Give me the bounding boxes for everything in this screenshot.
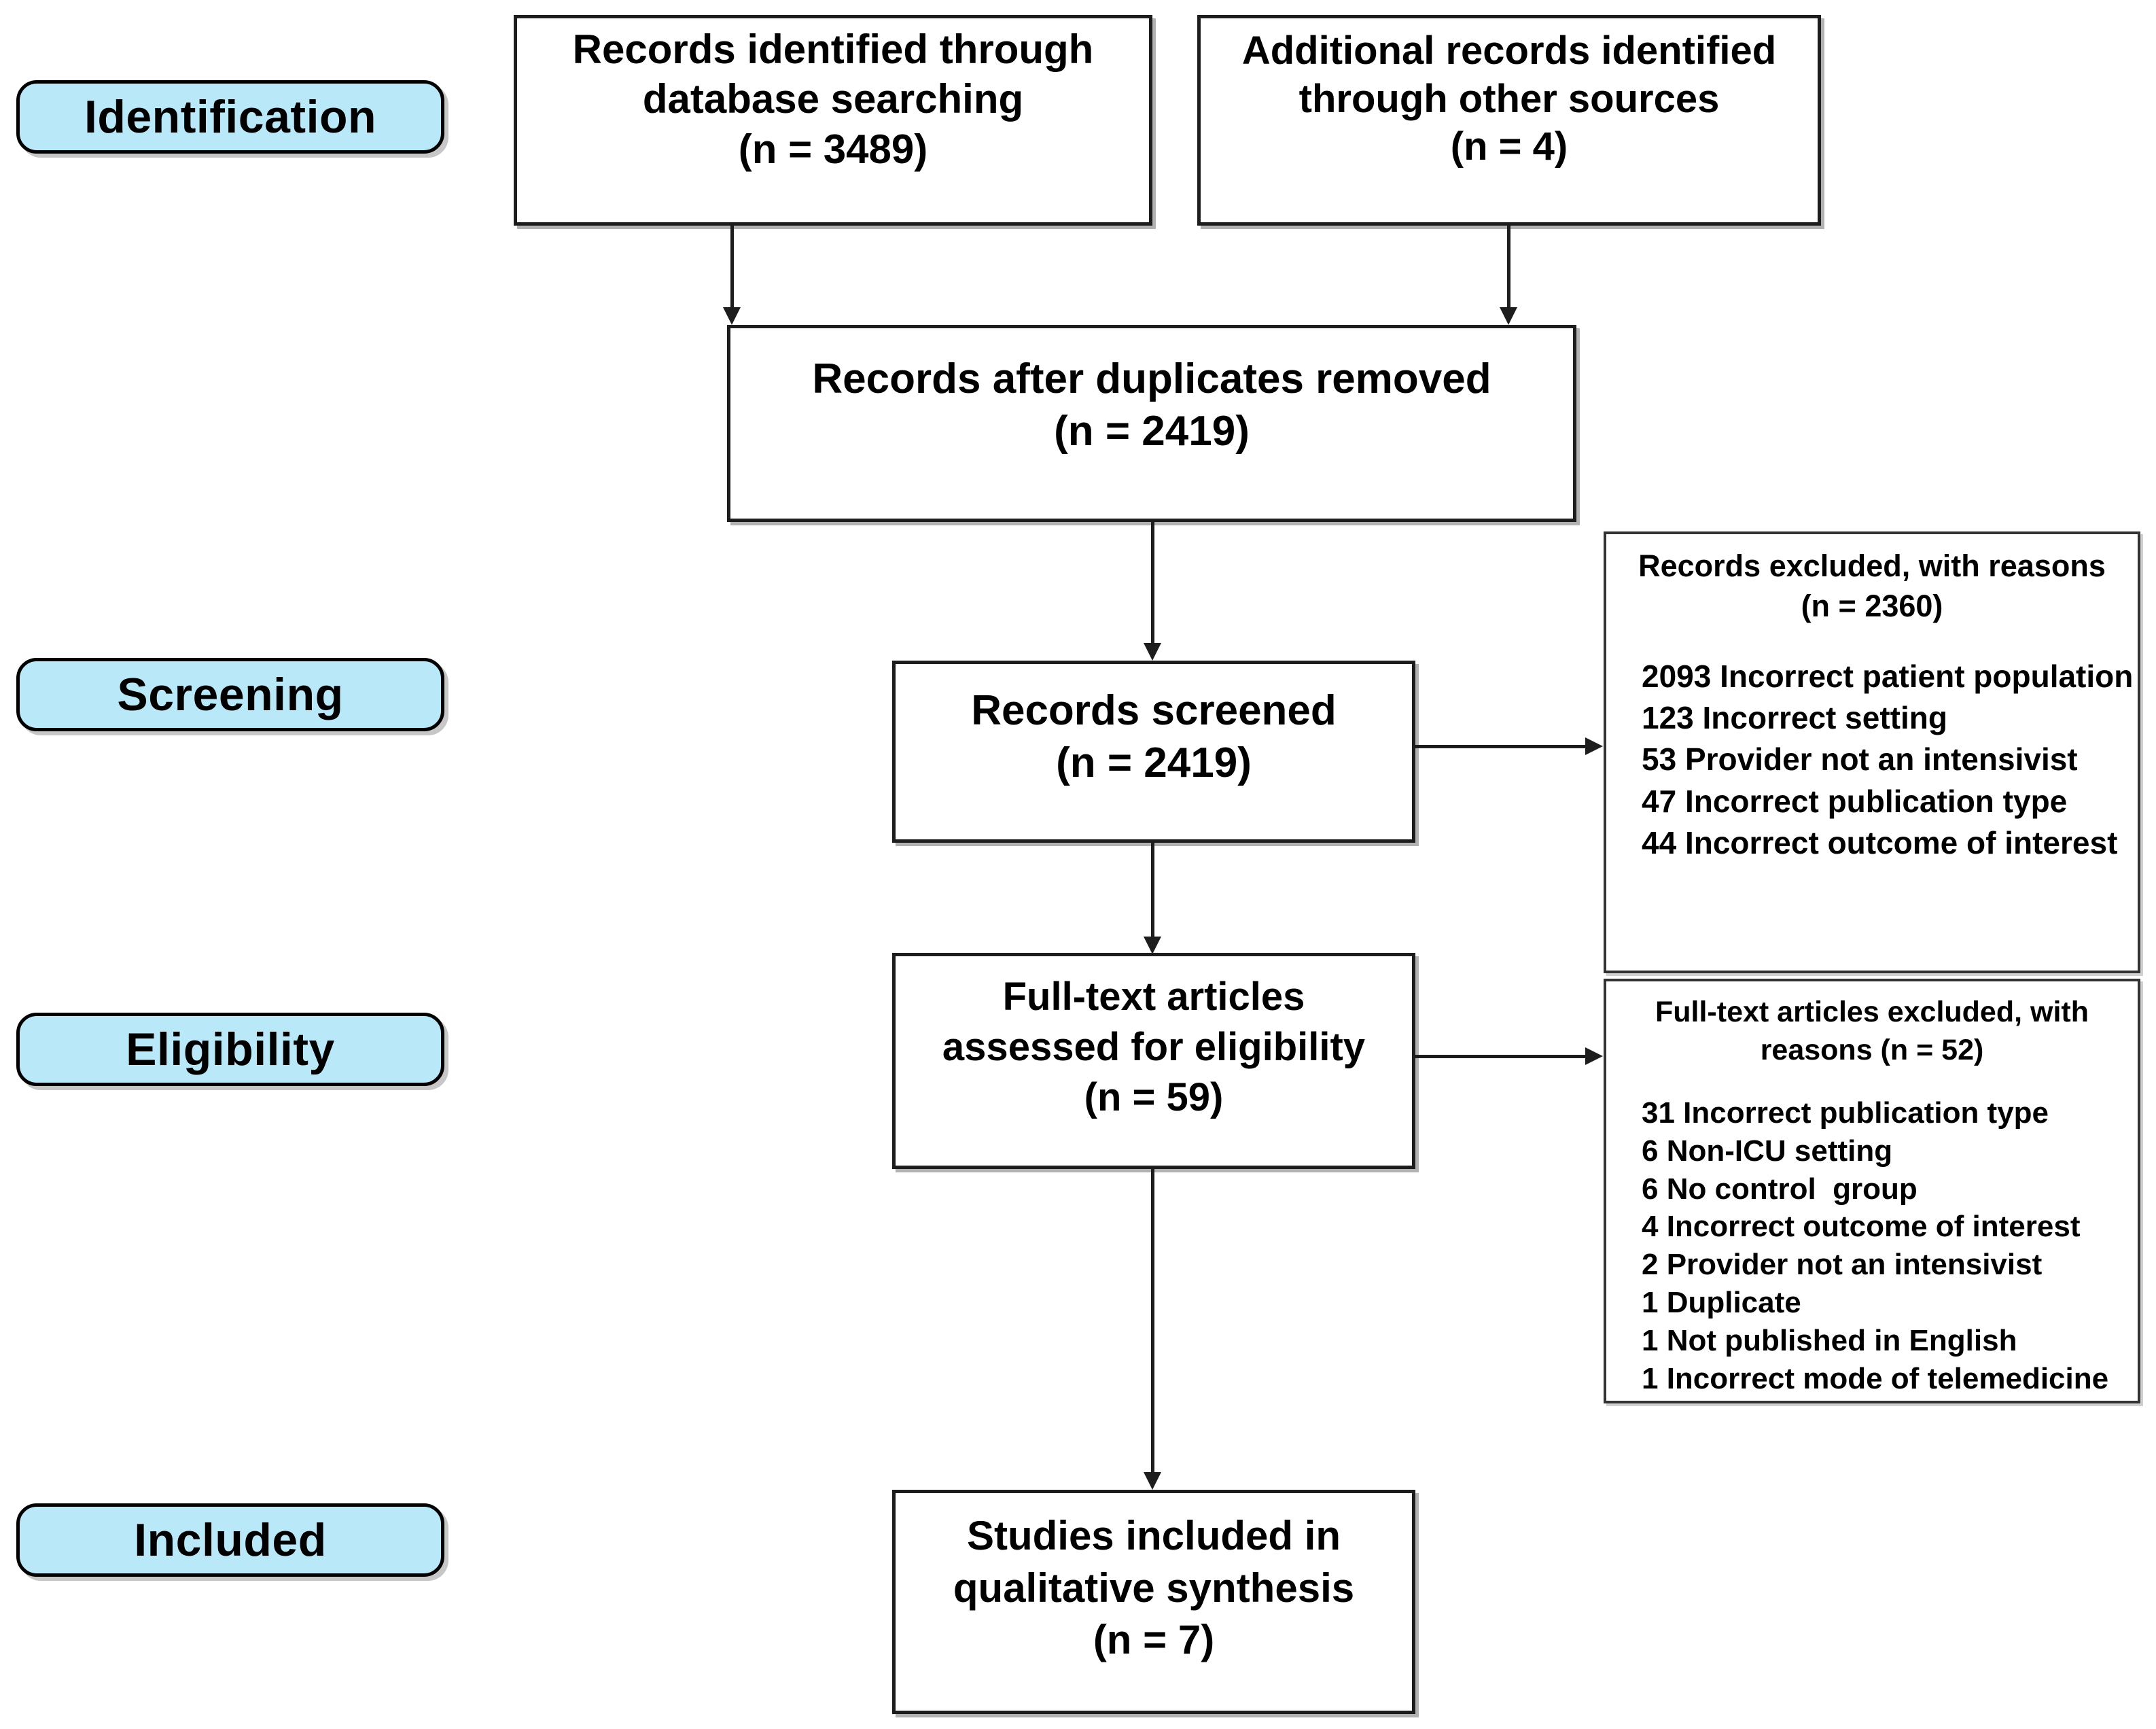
list-item: 4 Incorrect outcome of interest bbox=[1642, 1210, 2081, 1244]
stage-label-eligibility: Eligibility bbox=[16, 1013, 444, 1086]
records-excluded-title: Records excluded, with reasons bbox=[1638, 548, 2106, 583]
full-text-excluded-title-line1: Full-text articles excluded, with bbox=[1655, 996, 2089, 1028]
stage-label-identification: Identification bbox=[16, 80, 444, 154]
arrowhead-other-to-duplicates bbox=[1500, 307, 1517, 325]
connector-screened-to-fulltext bbox=[1151, 843, 1154, 938]
list-item: 1 Incorrect mode of telemedicine bbox=[1642, 1361, 2109, 1395]
list-item: 44 Incorrect outcome of interest bbox=[1642, 824, 2118, 860]
box-db-line2: database searching bbox=[642, 76, 1024, 122]
list-item: 123 Incorrect setting bbox=[1642, 700, 1947, 736]
list-item: 47 Incorrect publication type bbox=[1642, 783, 2068, 819]
list-item: 6 Non-ICU setting bbox=[1642, 1134, 1893, 1168]
box-fulltext-line1: Full-text articles bbox=[1002, 974, 1305, 1019]
arrowhead-fulltext-to-excluded bbox=[1585, 1047, 1603, 1065]
connector-screened-to-excluded bbox=[1415, 745, 1587, 748]
box-screened-line1: Records screened bbox=[971, 686, 1337, 734]
box-included-line2: qualitative synthesis bbox=[953, 1565, 1355, 1611]
box-records-after-duplicates-removed: Records after duplicates removed (n = 24… bbox=[727, 325, 1576, 522]
box-other-line1: Additional records identified bbox=[1241, 28, 1777, 73]
connector-other-to-duplicates bbox=[1507, 226, 1510, 309]
connector-db-to-duplicates bbox=[730, 226, 734, 309]
box-full-text-excluded-with-reasons: Full-text articles excluded, with reason… bbox=[1604, 979, 2140, 1403]
full-text-excluded-title-line2: reasons (n = 52) bbox=[1760, 1033, 1984, 1066]
connector-fulltext-to-included bbox=[1151, 1169, 1154, 1475]
box-records-screened: Records screened (n = 2419) bbox=[892, 661, 1415, 843]
full-text-excluded-reason-list: 31 Incorrect publication type 6 Non-ICU … bbox=[1606, 1094, 2138, 1398]
connector-duplicates-to-screened bbox=[1151, 522, 1154, 644]
arrowhead-screened-to-excluded bbox=[1585, 737, 1603, 755]
stage-label-included: Included bbox=[16, 1503, 444, 1577]
box-dup-count: (n = 2419) bbox=[1054, 408, 1250, 455]
full-text-excluded-header: Full-text articles excluded, with reason… bbox=[1606, 994, 2138, 1070]
arrowhead-screened-to-fulltext bbox=[1144, 937, 1161, 954]
stage-label-eligibility-text: Eligibility bbox=[126, 1024, 335, 1075]
arrowhead-db-to-duplicates bbox=[723, 307, 741, 325]
box-fulltext-line2: assessed for eligibility bbox=[942, 1024, 1366, 1069]
arrowhead-fulltext-to-included bbox=[1144, 1472, 1161, 1490]
box-records-identified-database: Records identified through database sear… bbox=[514, 15, 1152, 226]
list-item: 53 Provider not an intensivist bbox=[1642, 741, 2078, 778]
list-item: 2 Provider not an intensivist bbox=[1642, 1248, 2043, 1282]
connector-fulltext-to-excluded bbox=[1415, 1055, 1587, 1058]
box-db-line1: Records identified through bbox=[572, 27, 1094, 73]
records-excluded-header: Records excluded, with reasons (n = 2360… bbox=[1606, 546, 2138, 626]
box-records-excluded-with-reasons: Records excluded, with reasons (n = 2360… bbox=[1604, 531, 2140, 973]
stage-label-screening-text: Screening bbox=[117, 669, 344, 720]
box-other-count: (n = 4) bbox=[1450, 124, 1568, 169]
box-full-text-assessed-for-eligibility: Full-text articles assessed for eligibil… bbox=[892, 953, 1415, 1169]
list-item: 31 Incorrect publication type bbox=[1642, 1096, 2049, 1130]
box-dup-line1: Records after duplicates removed bbox=[812, 355, 1491, 402]
stage-label-identification-text: Identification bbox=[84, 91, 377, 143]
box-included-count: (n = 7) bbox=[1093, 1617, 1215, 1663]
list-item: 2093 Incorrect patient population bbox=[1642, 659, 2134, 694]
box-db-count: (n = 3489) bbox=[738, 126, 928, 172]
box-fulltext-count: (n = 59) bbox=[1084, 1075, 1224, 1120]
list-item: 1 Duplicate bbox=[1642, 1286, 1801, 1320]
records-excluded-count: (n = 2360) bbox=[1801, 588, 1943, 623]
box-screened-count: (n = 2419) bbox=[1056, 739, 1252, 786]
list-item: 6 No control group bbox=[1642, 1172, 1918, 1206]
stage-label-screening: Screening bbox=[16, 658, 444, 731]
stage-label-included-text: Included bbox=[134, 1514, 327, 1566]
records-excluded-reason-list: 2093 Incorrect patient population 123 In… bbox=[1606, 656, 2138, 864]
arrowhead-duplicates-to-screened bbox=[1144, 643, 1161, 661]
list-item: 1 Not published in English bbox=[1642, 1324, 2017, 1358]
box-other-line2: through other sources bbox=[1298, 76, 1720, 121]
box-additional-records-other-sources: Additional records identified through ot… bbox=[1197, 15, 1821, 226]
box-included-line1: Studies included in bbox=[966, 1512, 1341, 1558]
box-studies-included-qualitative-synthesis: Studies included in qualitative synthesi… bbox=[892, 1490, 1415, 1714]
